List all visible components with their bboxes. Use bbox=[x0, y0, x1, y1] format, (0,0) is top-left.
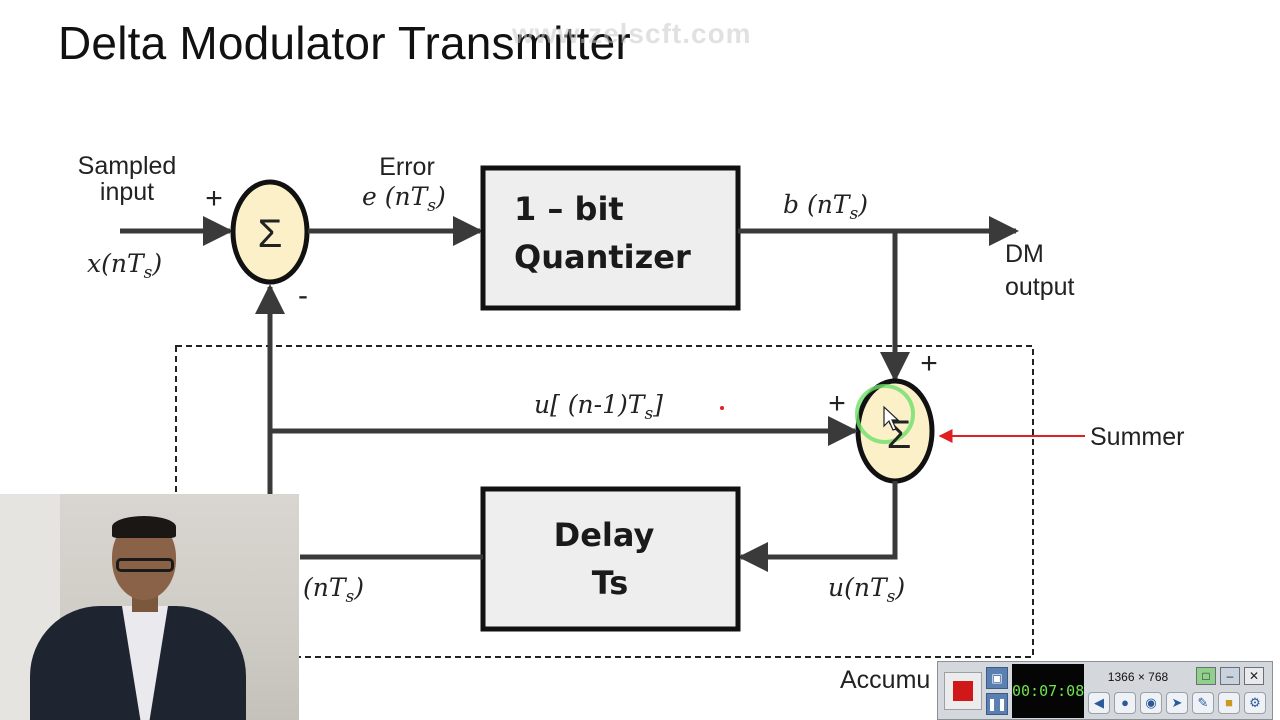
input-signal: x(nTs) bbox=[87, 249, 162, 283]
summer-1-sigma: Σ bbox=[258, 212, 283, 256]
webcam-overlay bbox=[0, 494, 299, 720]
input-label-2: input bbox=[100, 178, 154, 206]
close-icon[interactable]: ✕ bbox=[1244, 667, 1264, 685]
feedback-signal: u[ (n-1)Ts] bbox=[534, 390, 663, 424]
mouse-pointer-icon bbox=[883, 405, 900, 431]
cursor-highlight bbox=[855, 384, 915, 444]
record-button[interactable] bbox=[944, 672, 982, 710]
quantizer-label-2: Quantizer bbox=[514, 238, 691, 276]
u-signal: u(nTs) bbox=[828, 573, 905, 607]
recording-timer: 00:07:08 bbox=[1012, 664, 1084, 718]
summer-1-plus: + bbox=[205, 182, 223, 215]
camera-icon[interactable]: ▣ bbox=[986, 667, 1008, 689]
cursor-icon[interactable]: ➤ bbox=[1166, 692, 1188, 714]
folder-icon[interactable]: ■ bbox=[1218, 692, 1240, 714]
resolution-readout: 1366 × 768 bbox=[1107, 670, 1169, 684]
summer-label: Summer bbox=[1090, 423, 1184, 451]
watermark: www.zelscft.com bbox=[512, 18, 752, 49]
presenter-glasses bbox=[116, 558, 174, 572]
speaker-icon[interactable]: ◀ bbox=[1088, 692, 1110, 714]
maximize-icon[interactable]: □ bbox=[1196, 667, 1216, 685]
summer-2-plus-top: + bbox=[920, 347, 938, 380]
settings-icon[interactable]: ⚙ bbox=[1244, 692, 1266, 714]
output-label-2: output bbox=[1005, 273, 1075, 301]
pause-icon[interactable]: ❚❚ bbox=[986, 693, 1008, 715]
pen-icon[interactable]: ✎ bbox=[1192, 692, 1214, 714]
delay-label-1: Delay bbox=[554, 516, 655, 554]
recorder-icon-row: ◀ ● ◉ ➤ ✎ ■ ⚙ bbox=[1088, 692, 1268, 716]
summer-2-plus-left: + bbox=[828, 387, 846, 420]
error-signal: e (nTs) bbox=[362, 182, 446, 216]
presenter-hair bbox=[112, 516, 176, 538]
slide-title: Delta Modulator Transmitter bbox=[58, 17, 631, 69]
output-signal: b (nTs) bbox=[783, 190, 868, 224]
microphone-icon[interactable]: ● bbox=[1114, 692, 1136, 714]
quantizer-box bbox=[480, 165, 741, 311]
minimize-icon[interactable]: – bbox=[1220, 667, 1240, 685]
webcam-icon[interactable]: ◉ bbox=[1140, 692, 1162, 714]
delay-box bbox=[480, 486, 741, 632]
delay-output-signal: (nTs) bbox=[303, 573, 364, 607]
recorder-toolbar: ▣ ❚❚ 00:07:08 1366 × 768 □ – ✕ ◀ ● ◉ ➤ ✎… bbox=[937, 661, 1273, 720]
input-label-1: Sampled bbox=[78, 152, 177, 180]
delay-label-2: Ts bbox=[592, 564, 629, 602]
accumulator-label: Accumu bbox=[840, 666, 930, 694]
output-label-1: DM bbox=[1005, 240, 1044, 268]
summer-1-minus: - bbox=[298, 279, 308, 312]
quantizer-label-1: 1 – bit bbox=[514, 190, 624, 228]
summer-1 bbox=[230, 179, 310, 285]
laser-dot bbox=[720, 406, 724, 410]
error-label: Error bbox=[379, 153, 435, 181]
summer-2-to-delay bbox=[738, 481, 898, 572]
